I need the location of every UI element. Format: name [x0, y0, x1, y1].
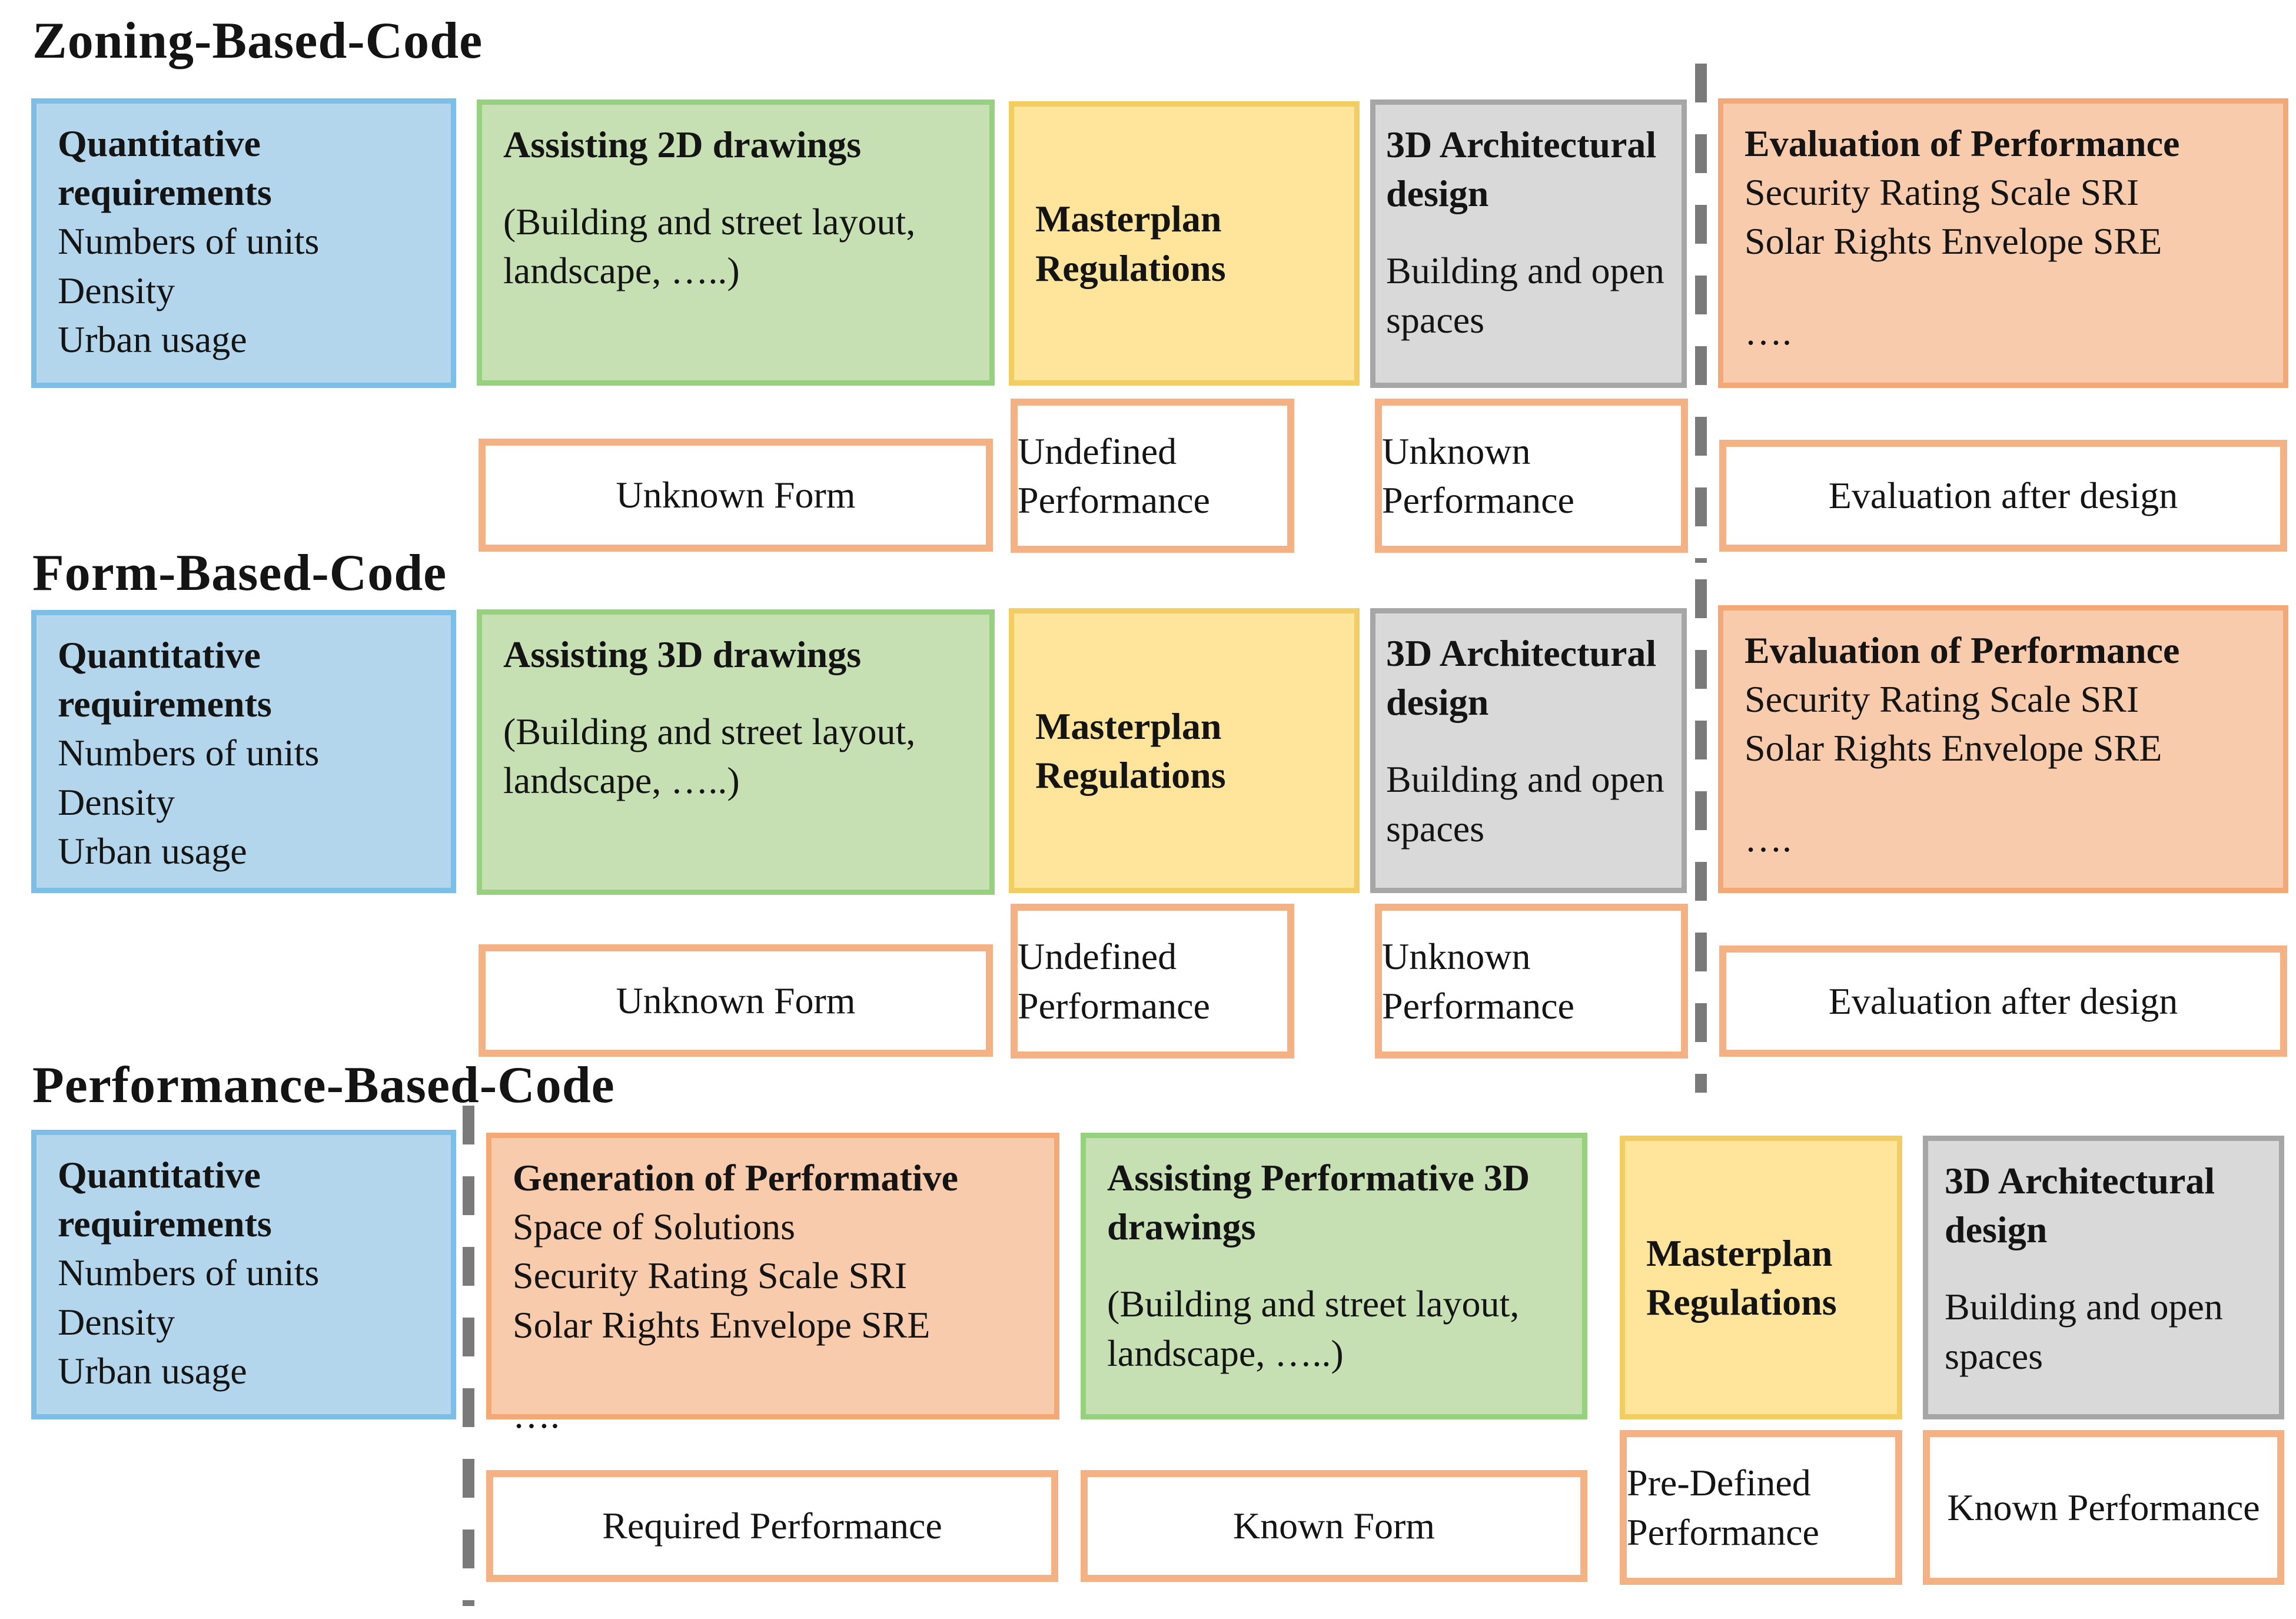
annotation-undefined-performance: Undefined Performance [1011, 904, 1294, 1059]
box-line: Solar Rights Envelope SRE [1745, 220, 2162, 263]
ellipsis-line: …. [1745, 310, 1792, 353]
box-body: Building and open spaces [1386, 250, 1664, 341]
annotation-label: Known Form [1232, 1505, 1436, 1547]
box-heading: Masterplan Regulations [1035, 198, 1226, 289]
assisting-drawings-box: Assisting Performative 3D drawings (Buil… [1081, 1133, 1587, 1419]
architectural-design-box: 3D Architectural design Building and ope… [1370, 99, 1687, 388]
box-line: Density [58, 269, 175, 311]
annotation-evaluation-after-design: Evaluation after design [1719, 945, 2287, 1057]
annotation-label: Unknown Form [616, 979, 856, 1021]
box-body: (Building and street layout, landscape, … [1107, 1283, 1520, 1374]
box-heading: Evaluation of Performance [1745, 629, 2180, 671]
dashed-divider [463, 1106, 474, 1606]
section-title-form: Form-Based-Code [32, 545, 447, 602]
annotation-label: Evaluation after design [1828, 980, 2178, 1022]
generation-performative-box: Generation of Performative Space of Solu… [486, 1133, 1059, 1436]
annotation-unknown-form: Unknown Form [479, 944, 993, 1057]
assisting-drawings-box: Assisting 3D drawings (Building and stre… [477, 609, 995, 895]
box-body: Building and open spaces [1945, 1286, 2223, 1377]
masterplan-regulations-box: Masterplan Regulations [1009, 608, 1360, 893]
box-line: Urban usage [58, 318, 247, 360]
annotation-known-performance: Known Performance [1923, 1430, 2284, 1585]
quantitative-requirements-box: Quantitative requirements Numbers of uni… [31, 98, 456, 388]
box-line: Space of Solutions [513, 1206, 795, 1248]
box-heading: Assisting Performative 3D drawings [1107, 1157, 1530, 1248]
box-heading: Quantitative requirements [58, 122, 272, 214]
box-line: Numbers of units [58, 732, 320, 774]
evaluation-performance-box: Evaluation of Performance Security Ratin… [1718, 605, 2288, 893]
annotation-label: Unknown Performance [1382, 430, 1574, 521]
box-line: Security Rating Scale SRI [1745, 678, 2139, 721]
box-heading: 3D Architectural design [1386, 632, 1657, 724]
annotation-predefined-performance: Pre-Defined Performance [1620, 1430, 1902, 1585]
box-heading: Generation of Performative [513, 1157, 959, 1199]
evaluation-performance-box: Evaluation of Performance Security Ratin… [1718, 98, 2288, 388]
box-line: Numbers of units [58, 1252, 320, 1294]
annotation-unknown-performance: Unknown Performance [1375, 399, 1688, 553]
box-heading: Assisting 2D drawings [503, 124, 862, 165]
architectural-design-box: 3D Architectural design Building and ope… [1370, 608, 1687, 893]
annotation-label: Unknown Form [616, 474, 856, 516]
annotation-label: Pre-Defined Performance [1627, 1462, 1819, 1553]
box-line: Security Rating Scale SRI [513, 1255, 908, 1297]
annotation-label: Undefined Performance [1018, 935, 1210, 1027]
box-line: Urban usage [58, 830, 247, 872]
annotation-label: Known Performance [1947, 1486, 2260, 1528]
masterplan-regulations-box: Masterplan Regulations [1620, 1136, 1902, 1419]
box-line: Numbers of units [58, 220, 320, 263]
section-title-performance: Performance-Based-Code [32, 1057, 615, 1114]
box-line: Density [58, 781, 175, 823]
ellipsis-line: …. [513, 1394, 560, 1436]
ellipsis-line: …. [1745, 817, 1792, 860]
annotation-label: Undefined Performance [1018, 430, 1210, 521]
dashed-divider [1695, 64, 1707, 563]
box-line: Density [58, 1300, 175, 1343]
annotation-label: Evaluation after design [1828, 475, 2178, 517]
box-heading: Masterplan Regulations [1646, 1232, 1837, 1323]
box-heading: 3D Architectural design [1945, 1160, 2215, 1251]
box-body: (Building and street layout, landscape, … [503, 201, 916, 292]
quantitative-requirements-box: Quantitative requirements Numbers of uni… [31, 610, 456, 893]
annotation-undefined-performance: Undefined Performance [1011, 399, 1294, 553]
box-body: (Building and street layout, landscape, … [503, 711, 916, 802]
dashed-divider [1695, 579, 1707, 1093]
annotation-evaluation-after-design: Evaluation after design [1719, 440, 2287, 552]
box-line: Urban usage [58, 1349, 247, 1392]
box-line: Solar Rights Envelope SRE [513, 1303, 931, 1346]
annotation-known-form: Known Form [1081, 1470, 1587, 1582]
architectural-design-box: 3D Architectural design Building and ope… [1923, 1136, 2284, 1419]
annotation-unknown-performance: Unknown Performance [1375, 904, 1688, 1059]
annotation-required-performance: Required Performance [486, 1470, 1058, 1582]
box-heading: Quantitative requirements [58, 634, 272, 725]
annotation-unknown-form: Unknown Form [479, 439, 993, 552]
assisting-drawings-box: Assisting 2D drawings (Building and stre… [477, 99, 995, 386]
box-heading: Masterplan Regulations [1035, 705, 1226, 796]
box-heading: 3D Architectural design [1386, 124, 1657, 215]
box-line: Security Rating Scale SRI [1745, 171, 2139, 214]
masterplan-regulations-box: Masterplan Regulations [1009, 101, 1360, 386]
box-heading: Quantitative requirements [58, 1154, 272, 1245]
annotation-label: Unknown Performance [1382, 935, 1574, 1027]
box-heading: Assisting 3D drawings [503, 633, 862, 675]
quantitative-requirements-box: Quantitative requirements Numbers of uni… [31, 1130, 456, 1419]
box-body: Building and open spaces [1386, 758, 1664, 850]
annotation-label: Required Performance [602, 1505, 942, 1547]
box-heading: Evaluation of Performance [1745, 122, 2180, 164]
section-title-zoning: Zoning-Based-Code [32, 12, 483, 69]
box-line: Solar Rights Envelope SRE [1745, 727, 2162, 769]
